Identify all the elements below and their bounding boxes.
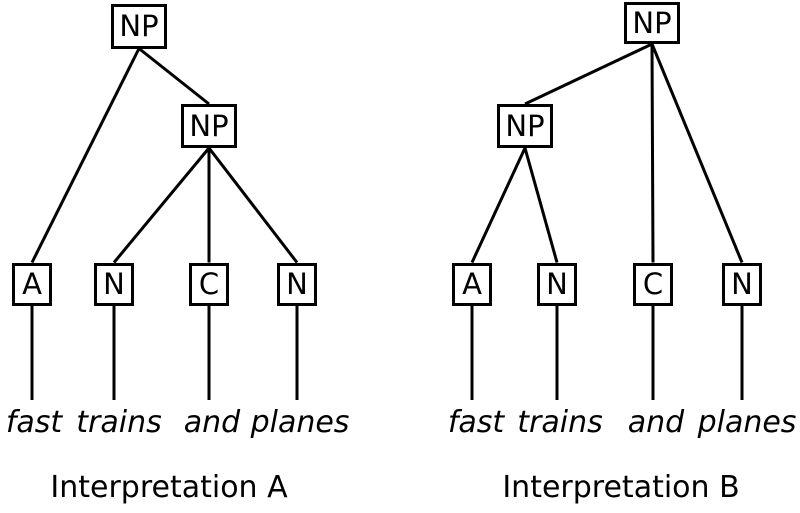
tree-b-edge-np-root-n2	[650, 43, 744, 264]
tree-b-word-trains: trains	[517, 405, 603, 440]
tree-a-node-n1: N	[94, 262, 134, 306]
tree-a-caption: Interpretation A	[50, 470, 288, 505]
tree-b-caption: Interpretation B	[502, 470, 740, 505]
tree-a-node-np-root: NP	[111, 3, 167, 49]
tree-a-edge-np-root-a	[30, 47, 141, 264]
tree-a-edge-np-inner-n2	[207, 147, 299, 264]
tree-b-word-fast: fast	[447, 405, 505, 440]
tree-b-node-a: A	[452, 262, 492, 306]
tree-b-edge-np-root-np-inner	[524, 42, 653, 106]
tree-b-word-planes: planes	[697, 405, 797, 440]
tree-b-node-np-inner: NP	[497, 104, 553, 148]
tree-a-node-n2: N	[277, 262, 317, 306]
tree-b-edge-np-inner-a	[470, 147, 527, 264]
tree-a-edge-np-root-np-inner	[138, 47, 210, 106]
tree-a-node-a: A	[12, 262, 52, 306]
tree-a-word-trains: trains	[76, 405, 162, 440]
tree-a-node-np-inner: NP	[181, 104, 237, 148]
tree-b-node-n1: N	[537, 262, 577, 306]
tree-a-node-c: C	[189, 262, 229, 306]
tree-b-edge-np-root-c	[650, 43, 655, 263]
tree-a-edge-np-inner-n1	[112, 147, 211, 264]
tree-a-word-fast: fast	[5, 405, 63, 440]
tree-a-word-planes: planes	[250, 405, 350, 440]
tree-a-word-and: and	[183, 405, 241, 440]
tree-b-node-c: C	[633, 262, 673, 306]
tree-b-node-np-root: NP	[624, 2, 680, 44]
tree-b-edge-np-inner-n1	[523, 147, 559, 263]
tree-b-node-n2: N	[722, 262, 762, 306]
tree-b-word-and: and	[627, 405, 685, 440]
